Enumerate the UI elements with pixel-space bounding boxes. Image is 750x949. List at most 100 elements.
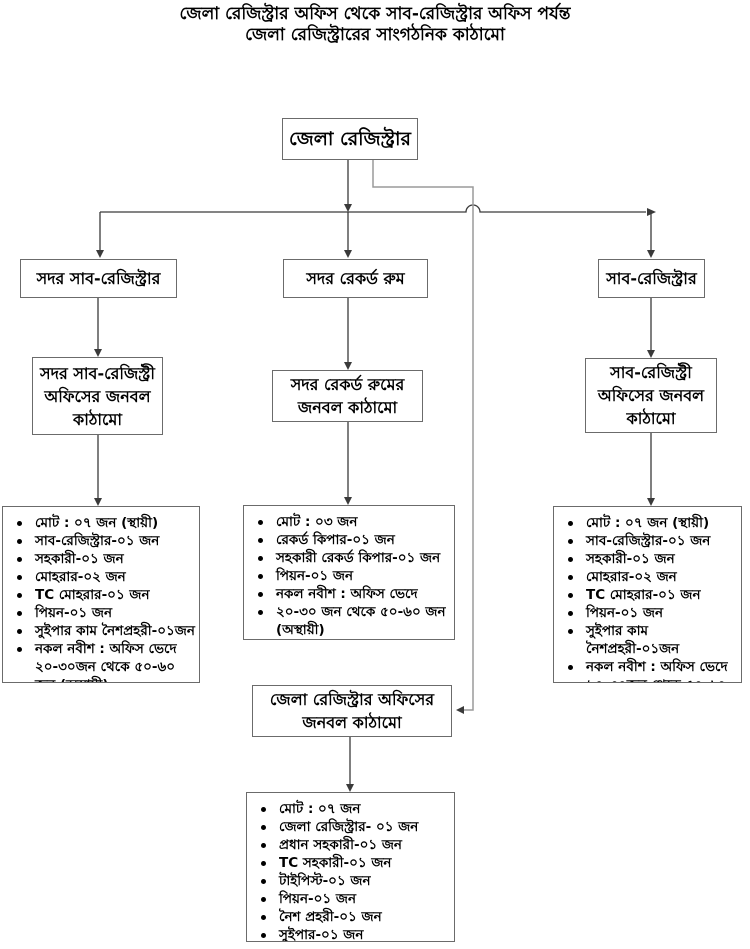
bullet-icon	[258, 610, 263, 615]
node-district-registrar-office-staff-structure-label: জেলা রেজিস্ট্রার অফিসের জনবল কাঠামো	[269, 690, 435, 732]
node-record-room-staff-structure: সদর রেকর্ড রুমের জনবল কাঠামো	[272, 370, 423, 422]
arrowhead-left-list	[94, 498, 102, 506]
bullet-icon	[17, 593, 22, 598]
arrowhead-left-branch	[96, 250, 104, 258]
bullet-icon	[568, 611, 573, 616]
list-item: পিয়ন-০১ জন	[256, 567, 450, 585]
chart-title-line1: জেলা রেজিস্ট্রার অফিস থেকে সাব-রেজিস্ট্র…	[179, 4, 571, 24]
bullet-icon	[258, 574, 263, 579]
list-item: নকল নবীশ : অফিস ভেদে	[256, 585, 450, 603]
node-sub-registry-staff-structure-label: সাব-রেজিস্ট্রী অফিসের জনবল কাঠামো	[597, 363, 705, 428]
node-record-room-staff-structure-label: সদর রেকর্ড রুমের জনবল কাঠামো	[290, 375, 405, 417]
staff-list-left-items: মোট : ০৭ জন (স্থায়ী) সাব-রেজিস্ট্রার-০১…	[3, 507, 199, 682]
list-item: সাব-রেজিস্ট্রার-০১ জন	[15, 532, 195, 550]
list-item: পিয়ন-০১ জন	[259, 890, 450, 908]
node-district-registrar: জেলা রেজিস্ট্রার	[282, 118, 418, 160]
arrowhead-district-office-staff	[456, 706, 464, 714]
bullet-icon	[258, 592, 263, 597]
arrowhead-right-staff	[647, 350, 655, 358]
list-item: সুইপার-০১ জন	[259, 926, 450, 941]
bullet-icon	[568, 575, 573, 580]
bullet-icon	[261, 807, 266, 812]
staff-list-middle: মোট : ০৩ জন রেকর্ড কিপার-০১ জন সহকারী রে…	[243, 505, 455, 640]
list-item: প্রধান সহকারী-০১ জন	[259, 836, 450, 854]
list-item: মোট : ০৭ জন (স্থায়ী)	[566, 514, 737, 532]
list-item: সহকারী-০১ জন	[15, 550, 195, 568]
list-item: মোহরার-০২ জন	[15, 568, 195, 586]
list-item: টাইপিস্ট-০১ জন	[259, 872, 450, 890]
staff-list-bottom: মোট : ০৭ জন জেলা রেজিস্ট্রার- ০১ জন প্রধ…	[246, 792, 455, 942]
node-sadar-sub-registry-staff-structure: সদর সাব-রেজিস্ট্রী অফিসের জনবল কাঠামো	[32, 357, 163, 435]
bullet-icon	[568, 521, 573, 526]
node-district-registrar-label: জেলা রেজিস্ট্রার	[289, 127, 411, 150]
list-item: মোট : ০৭ জন	[259, 800, 450, 818]
node-sadar-record-room-label: সদর রেকর্ড রুম	[306, 269, 405, 288]
arrowhead-right-list	[647, 498, 655, 506]
list-item: সহকারী রেকর্ড কিপার-০১ জন	[256, 549, 450, 567]
chart-title: জেলা রেজিস্ট্রার অফিস থেকে সাব-রেজিস্ট্র…	[0, 4, 750, 46]
arrowhead-bottom-list	[346, 784, 354, 792]
staff-list-right-items: মোট : ০৭ জন (স্থায়ী) সাব-রেজিস্ট্রার-০১…	[554, 507, 741, 682]
node-sub-registrar: সাব-রেজিস্ট্রার	[598, 259, 705, 298]
arrowhead-middle-staff	[344, 362, 352, 370]
bullet-icon	[568, 665, 573, 670]
node-sadar-record-room: সদর রেকর্ড রুম	[283, 259, 428, 298]
arrowhead-left-staff	[94, 349, 102, 357]
connector-horizontal-bar	[100, 204, 646, 213]
node-sub-registrar-label: সাব-রেজিস্ট্রার	[606, 269, 697, 288]
arrowhead-middle-branch	[344, 250, 352, 258]
staff-list-middle-items: মোট : ০৩ জন রেকর্ড কিপার-০১ জন সহকারী রে…	[244, 506, 454, 639]
bullet-icon	[568, 593, 573, 598]
bullet-icon	[258, 556, 263, 561]
arrowhead-right-branch	[647, 250, 655, 258]
list-item: সহকারী-০১ জন	[566, 550, 737, 568]
node-sadar-sub-registrar: সদর সাব-রেজিস্ট্রার	[20, 259, 177, 298]
list-item: সাব-রেজিস্ট্রার-০১ জন	[566, 532, 737, 550]
list-item: TC সহকারী-০১ জন	[259, 854, 450, 872]
list-item: রেকর্ড কিপার-০১ জন	[256, 531, 450, 549]
list-item: মোট : ০৩ জন	[256, 513, 450, 531]
bullet-icon	[17, 629, 22, 634]
node-district-registrar-office-staff-structure: জেলা রেজিস্ট্রার অফিসের জনবল কাঠামো	[252, 685, 452, 737]
list-item: সুইপার কাম নৈশপ্রহরী-০১জন	[15, 622, 195, 640]
bullet-icon	[261, 915, 266, 920]
list-item: TC মোহরার-০১ জন	[15, 586, 195, 604]
list-item: পিয়ন-০১ জন	[15, 604, 195, 622]
arrowhead-middle-list	[344, 497, 352, 505]
bullet-icon	[261, 843, 266, 848]
list-item: জেলা রেজিস্ট্রার- ০১ জন	[259, 818, 450, 836]
node-sub-registry-staff-structure: সাব-রেজিস্ট্রী অফিসের জনবল কাঠামো	[585, 358, 717, 433]
bullet-icon	[568, 557, 573, 562]
bullet-icon	[261, 879, 266, 884]
bullet-icon	[261, 861, 266, 866]
bullet-icon	[17, 539, 22, 544]
list-item: নকল নবীশ : অফিস ভেদে ২০-৩০জন থেকে ৫০-৬০ …	[15, 640, 195, 682]
node-sadar-sub-registrar-label: সদর সাব-রেজিস্ট্রার	[36, 269, 161, 288]
list-item: মোট : ০৭ জন (স্থায়ী)	[15, 514, 195, 532]
list-item: পিয়ন-০১ জন	[566, 604, 737, 622]
bullet-icon	[17, 575, 22, 580]
list-item: নকল নবীশ : অফিস ভেদে ২০-৩০জন থেকে ৫০-৬০ …	[566, 658, 737, 682]
staff-list-left: মোট : ০৭ জন (স্থায়ী) সাব-রেজিস্ট্রার-০১…	[2, 506, 200, 683]
bullet-icon	[261, 933, 266, 938]
node-sadar-sub-registry-staff-structure-label: সদর সাব-রেজিস্ট্রী অফিসের জনবল কাঠামো	[40, 363, 155, 429]
bullet-icon	[258, 538, 263, 543]
staff-list-right: মোট : ০৭ জন (স্থায়ী) সাব-রেজিস্ট্রার-০১…	[553, 506, 742, 683]
bullet-icon	[261, 825, 266, 830]
connector-root-to-district-office-staff	[372, 160, 474, 711]
bullet-icon	[258, 520, 263, 525]
bullet-icon	[568, 539, 573, 544]
list-item: সুইপার কাম নৈশপ্রহরী-০১জন	[566, 622, 737, 658]
bullet-icon	[17, 611, 22, 616]
bullet-icon	[568, 629, 573, 634]
list-item: মোহরার-০২ জন	[566, 568, 737, 586]
bullet-icon	[17, 647, 22, 652]
arrowhead-root-drop	[344, 204, 352, 212]
list-item: TC মোহরার-০১ জন	[566, 586, 737, 604]
staff-list-bottom-items: মোট : ০৭ জন জেলা রেজিস্ট্রার- ০১ জন প্রধ…	[247, 793, 454, 941]
bullet-icon	[17, 521, 22, 526]
bullet-icon	[261, 897, 266, 902]
list-item: নৈশ প্রহরী-০১ জন	[259, 908, 450, 926]
